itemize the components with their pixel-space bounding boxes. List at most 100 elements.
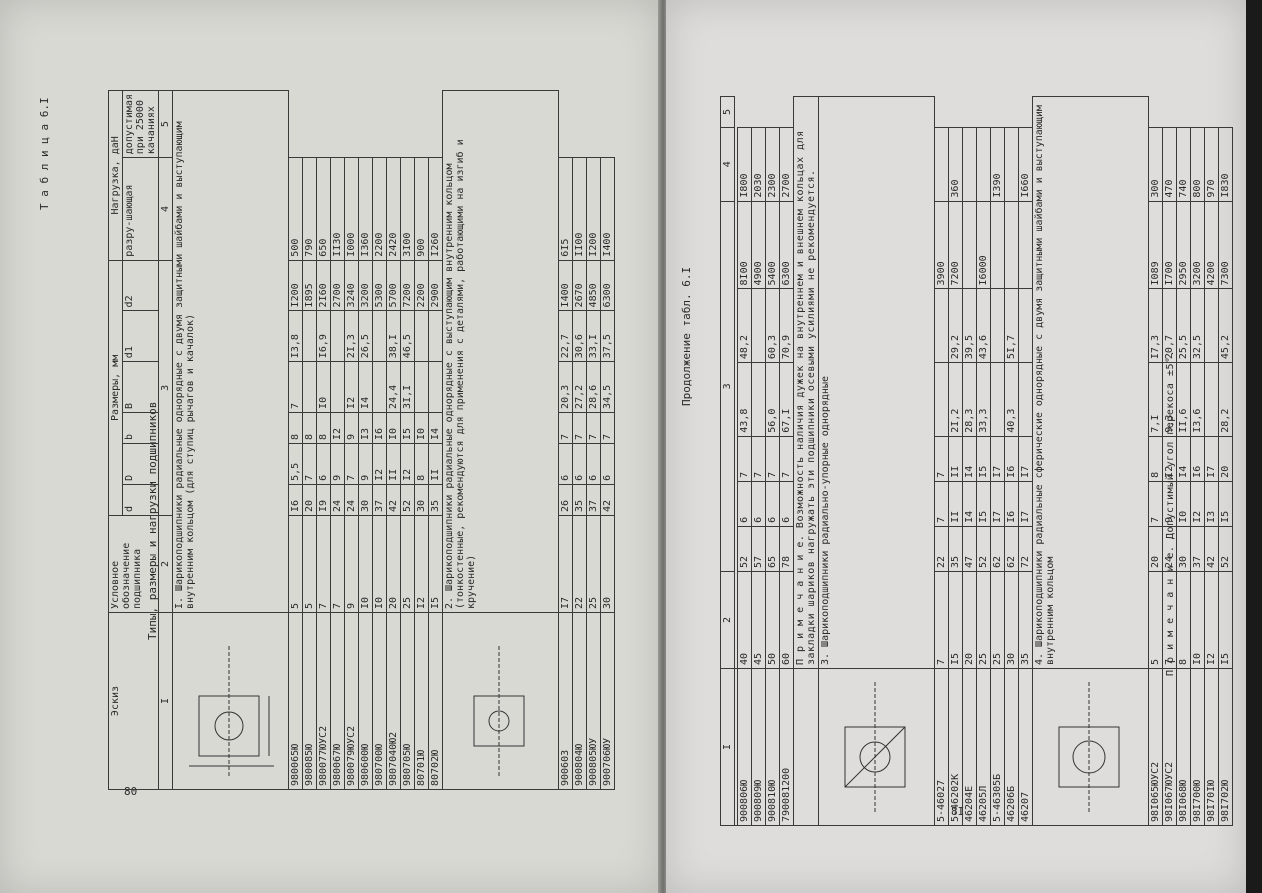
table-cell: 62 xyxy=(1004,526,1019,572)
table-cell: 22 xyxy=(934,526,949,572)
table-cell: 980065Ю xyxy=(288,612,303,790)
table-cell: I4 xyxy=(1176,436,1191,482)
table-cell: 47 xyxy=(962,526,977,572)
table-cell: 98I065ЮУС2 xyxy=(1148,668,1163,826)
table-cell: I0 xyxy=(358,515,373,613)
spherical-bearing-sketch-icon xyxy=(1058,682,1120,812)
table-cell: 5-46202К xyxy=(948,668,963,826)
table-cell: I2 xyxy=(372,443,387,485)
sym-b: b xyxy=(122,412,159,444)
table-cell: 42 xyxy=(386,484,401,516)
table-cell: 28,2 xyxy=(1218,362,1233,437)
table-cell: 5 xyxy=(1148,571,1163,669)
table-cell: 9807040Ю2 xyxy=(386,612,401,790)
table-cell: I5 xyxy=(428,515,443,613)
table-cell: I4 xyxy=(962,436,977,482)
table-cell: I6000 xyxy=(976,201,991,289)
table-cell: 5-46305Б xyxy=(990,668,1005,826)
table-cell: 500 xyxy=(288,157,303,261)
table-cell: I400 xyxy=(558,260,573,311)
table-cell: I7 xyxy=(558,515,573,613)
table-cell: 52 xyxy=(400,484,415,516)
table-cell xyxy=(962,201,977,289)
table-cell: I6 xyxy=(1004,481,1019,527)
table-cell: 43,8 xyxy=(737,362,752,437)
bearing-table-left: Эскиз Условное обозначение подшипника Ра… xyxy=(108,90,615,790)
table-cell: 35 xyxy=(572,484,587,516)
table-cell: II30 xyxy=(330,157,345,261)
table-cell xyxy=(330,310,345,362)
table-cell: 3200 xyxy=(358,260,373,311)
table-cell: I2 xyxy=(1190,481,1205,527)
rcolnum-5: 5 xyxy=(720,96,735,128)
table-cell: I3,8 xyxy=(288,310,303,362)
table-cell: 42 xyxy=(600,484,615,516)
table-cell: I7 xyxy=(1018,481,1033,527)
table-cell: 7 xyxy=(344,443,359,485)
table-cell: 9 xyxy=(344,412,359,444)
table-cell: 46206Б xyxy=(1004,668,1019,826)
table-cell: 2700 xyxy=(779,127,794,202)
table-cell: I5 xyxy=(948,571,963,669)
table-cell: II xyxy=(428,443,443,485)
table-cell: 78 xyxy=(779,526,794,572)
blank-cell xyxy=(793,668,819,826)
table-cell: I2 xyxy=(400,443,415,485)
table-cell: 650 xyxy=(316,157,331,261)
table-cell: 52 xyxy=(976,526,991,572)
table-cell xyxy=(372,310,387,362)
table-cell: I3 xyxy=(1204,481,1219,527)
table-cell: 30,6 xyxy=(572,310,587,362)
table-cell: 900809Ю xyxy=(751,668,766,826)
table-cell: 7300 xyxy=(1218,201,1233,289)
table-cell: 790 xyxy=(302,157,317,261)
table-cell: 28,6 xyxy=(586,361,601,413)
table-cell: 60 xyxy=(779,571,794,669)
table-cell: 80702Ю xyxy=(428,612,443,790)
sym-B: B xyxy=(122,361,159,413)
table-cell: I3 xyxy=(358,412,373,444)
table-cell: 6 xyxy=(751,481,766,527)
table-cell: 8 xyxy=(302,412,317,444)
table-cell: I390 xyxy=(990,127,1005,202)
table-cell: 5-46027 xyxy=(934,668,949,826)
table-cell xyxy=(414,361,429,413)
table-cell: I2 xyxy=(414,515,429,613)
table-cell: 2I,2 xyxy=(948,362,963,437)
table-cell xyxy=(302,361,317,413)
table-cell: 8 xyxy=(288,412,303,444)
table-cell: 70,9 xyxy=(779,288,794,363)
table-cell: 20 xyxy=(1218,436,1233,482)
table-cell: I0 xyxy=(386,412,401,444)
table-cell: 37,5 xyxy=(600,310,615,362)
table-cell: 45,2 xyxy=(1218,288,1233,363)
bearing-sketch-icon xyxy=(189,646,274,776)
table-cell: 7200 xyxy=(400,260,415,311)
table-cell: 9 xyxy=(344,515,359,613)
table-cell: 6 xyxy=(765,481,780,527)
table-cell: 22,7 xyxy=(558,310,573,362)
table-cell xyxy=(302,310,317,362)
table-cell: 2950 xyxy=(1176,201,1191,289)
table-cell: 2I,3 xyxy=(344,310,359,362)
table-cell: 6 xyxy=(558,443,573,485)
table-cell: 900706ЮУ xyxy=(600,612,615,790)
table-cell: 360 xyxy=(948,127,963,202)
table-cell xyxy=(372,361,387,413)
table-cell: 48,2 xyxy=(737,288,752,363)
table-cell: I895 xyxy=(302,260,317,311)
table-cell: 2420 xyxy=(386,157,401,261)
table-cell: 300 xyxy=(1148,127,1163,202)
table-cell: I830 xyxy=(1218,127,1233,202)
